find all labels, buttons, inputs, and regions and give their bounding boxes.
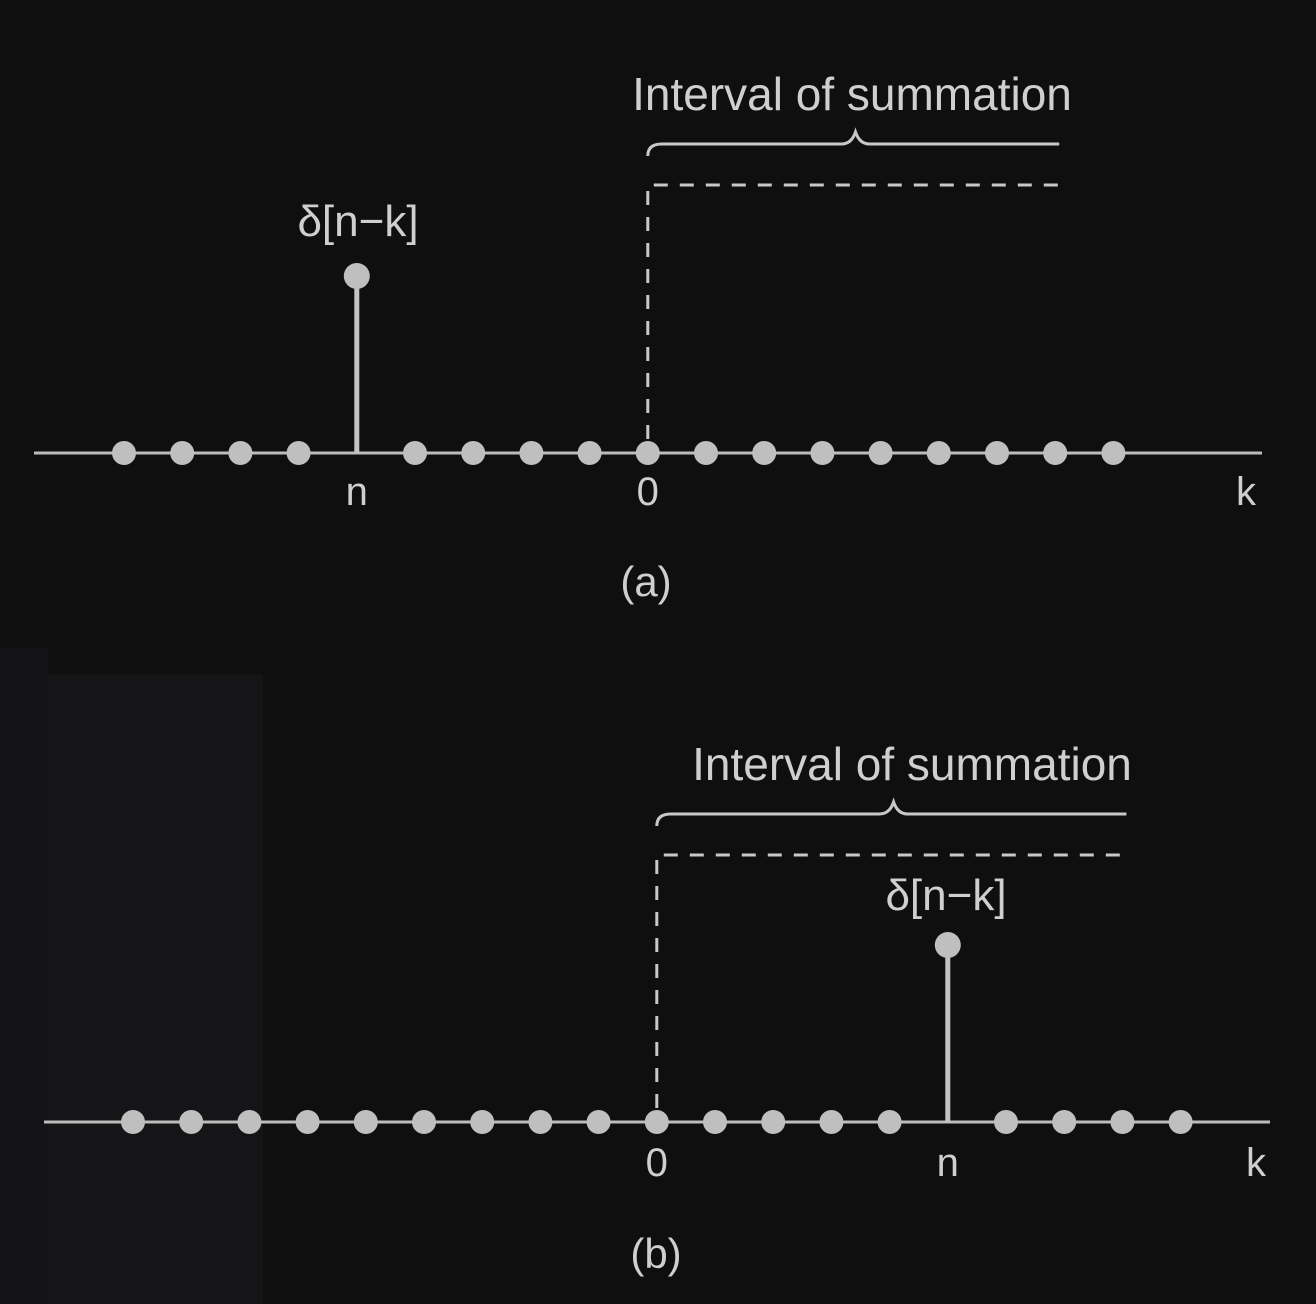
sample-dot (470, 1110, 495, 1134)
sample-dot (1101, 441, 1126, 465)
interval-dashed-outline (646, 183, 1060, 439)
sample-dot (295, 1110, 320, 1134)
sample-dot (635, 441, 660, 465)
panel-caption: (b) (630, 1230, 681, 1277)
background-panel (0, 648, 48, 1304)
tick-label-n: n (937, 1141, 959, 1185)
interval-label: Interval of summation (632, 68, 1072, 120)
interval-brace (646, 127, 1060, 157)
sample-dot (752, 441, 777, 465)
sample-dot (994, 1110, 1018, 1134)
panel-a: Interval of summation δ[n−k] n 0 k (a) (34, 68, 1262, 605)
impulse-head (934, 932, 961, 958)
sample-dot (228, 441, 253, 465)
background-panel (48, 674, 263, 1304)
panel-caption: (a) (620, 558, 671, 605)
sample-dot (694, 441, 718, 465)
sample-dot (985, 441, 1009, 465)
tick-label-zero: 0 (637, 470, 659, 514)
sample-dot (810, 441, 835, 465)
sample-dot (868, 441, 893, 465)
sample-dot (761, 1110, 786, 1134)
sample-dot (519, 441, 544, 465)
sample-dot (237, 1110, 262, 1134)
sample-dot (577, 441, 602, 465)
interval-dashed-outline (655, 853, 1127, 1108)
sample-dot (170, 441, 195, 465)
sample-dot (403, 441, 427, 465)
axis-label-k: k (1236, 470, 1257, 514)
sample-dot (528, 1110, 553, 1134)
impulse-head (343, 263, 370, 289)
sample-dot (412, 1110, 436, 1134)
sample-dot (1043, 441, 1068, 465)
sample-dot (644, 1110, 669, 1134)
sample-dot (461, 441, 486, 465)
interval-label: Interval of summation (692, 738, 1132, 790)
sample-dot (112, 441, 136, 465)
sample-dots (121, 1110, 1193, 1134)
sample-dot (819, 1110, 844, 1134)
sample-dot (121, 1110, 145, 1134)
sample-dot (1168, 1110, 1193, 1134)
sample-dot (586, 1110, 611, 1134)
sample-dot (703, 1110, 727, 1134)
impulse-label: δ[n−k] (885, 871, 1006, 920)
axis-label-k: k (1246, 1141, 1267, 1185)
sample-dot (179, 1110, 204, 1134)
sample-dot (1052, 1110, 1077, 1134)
sample-dot (877, 1110, 902, 1134)
sample-dot (353, 1110, 378, 1134)
interval-brace (655, 797, 1127, 827)
tick-label-n: n (346, 470, 368, 514)
impulse-label: δ[n−k] (297, 197, 418, 246)
panel-b: Interval of summation δ[n−k] 0 n k (b) (44, 738, 1270, 1277)
sample-dot (286, 441, 311, 465)
sample-dots (112, 441, 1126, 465)
sample-dot (1110, 1110, 1135, 1134)
sample-dot (926, 441, 951, 465)
tick-label-zero: 0 (646, 1141, 668, 1185)
